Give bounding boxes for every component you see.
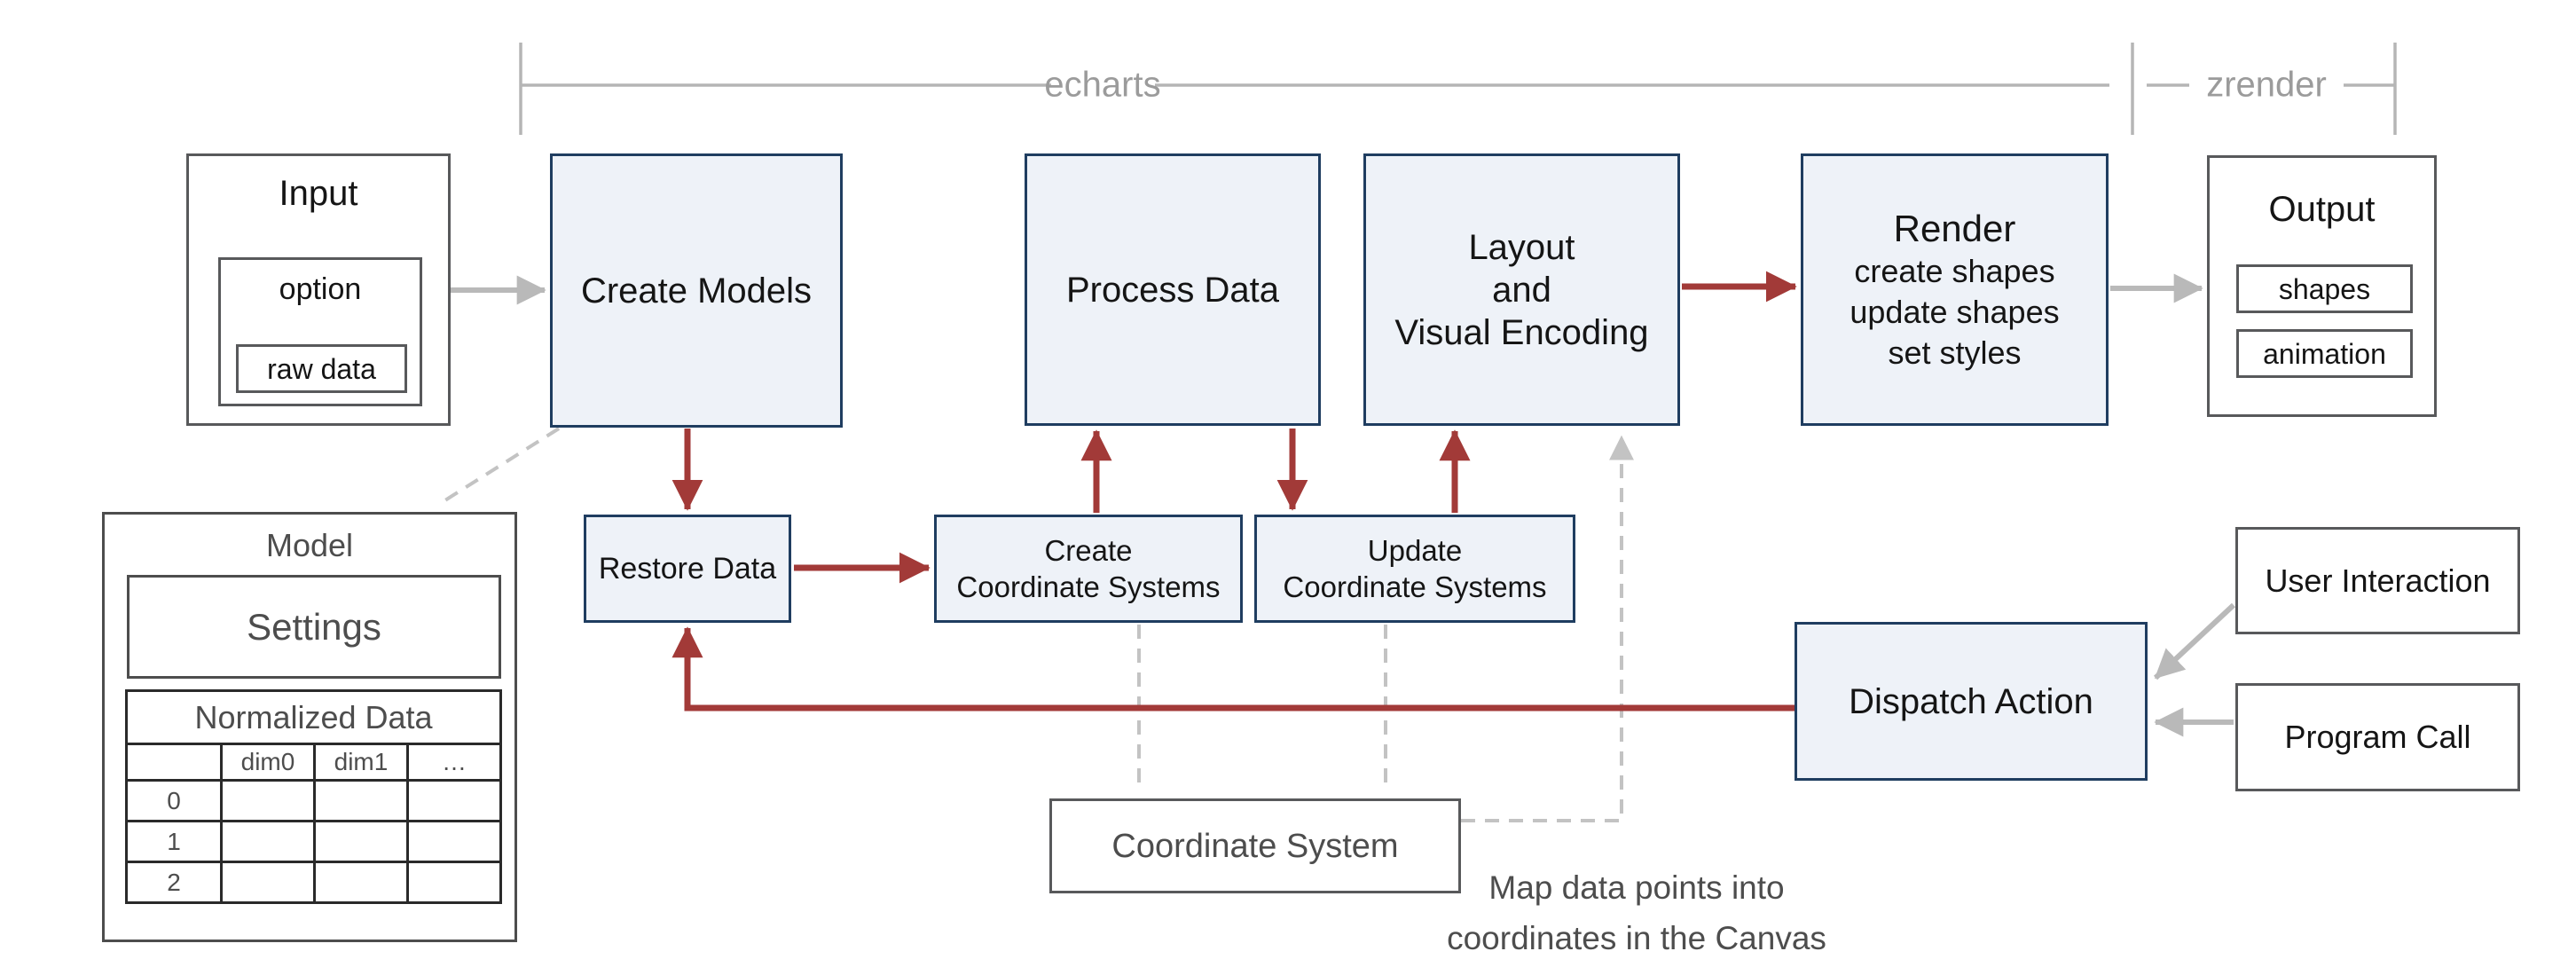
update-coord-line-2: Coordinate Systems xyxy=(1283,570,1547,603)
shapes-label: shapes xyxy=(2278,272,2371,305)
table-row-label-2: 2 xyxy=(125,861,223,904)
table-cell xyxy=(313,861,409,904)
layout-visual-encoding-box: Layout and Visual Encoding xyxy=(1363,153,1680,426)
raw-data-label: raw data xyxy=(267,352,376,385)
table-cell xyxy=(220,861,316,904)
layout-line-3: Visual Encoding xyxy=(1394,312,1649,352)
table-cell xyxy=(405,779,503,822)
create-models-label: Create Models xyxy=(580,271,813,311)
shapes-box: shapes xyxy=(2236,264,2413,313)
render-line-1: create shapes xyxy=(1854,252,2055,289)
echarts-bracket xyxy=(519,43,2109,135)
table-cell xyxy=(220,779,316,822)
program-call-box: Program Call xyxy=(2235,683,2520,791)
dispatch-action-label: Dispatch Action xyxy=(1849,681,2093,721)
dashed-model-link xyxy=(439,427,561,505)
user-interaction-label: User Interaction xyxy=(2265,562,2491,599)
update-coord-line-1: Update xyxy=(1367,534,1463,567)
create-coordinate-systems-box: Create Coordinate Systems xyxy=(934,515,1243,623)
normalized-data-table: Normalized Data dim0 dim1 … 0 1 2 xyxy=(124,689,503,904)
table-row-label-1: 1 xyxy=(125,820,223,863)
zrender-bracket xyxy=(2131,43,2397,135)
layout-line-2: and xyxy=(1492,270,1551,310)
arrow-user-interaction-to-dispatch xyxy=(2153,602,2236,680)
animation-box: animation xyxy=(2236,329,2413,378)
map-data-annotation: Map data points into coordinates in the … xyxy=(1447,862,1826,963)
settings-box: Settings xyxy=(127,575,501,679)
dashed-coordinate-to-layout-arrow xyxy=(1461,435,1634,822)
table-row-label-0: 0 xyxy=(125,779,223,822)
table-cell xyxy=(405,861,503,904)
user-interaction-box: User Interaction xyxy=(2235,527,2520,634)
table-col-dim0: dim0 xyxy=(220,743,316,782)
table-col-dim1: dim1 xyxy=(313,743,409,782)
table-cell xyxy=(220,820,316,863)
process-data-box: Process Data xyxy=(1025,153,1321,426)
table-cell xyxy=(405,820,503,863)
annotation-line-2: coordinates in the Canvas xyxy=(1447,920,1826,956)
zrender-bracket-label: zrender xyxy=(2206,65,2327,105)
model-title: Model xyxy=(265,527,354,563)
table-col-ellipsis: … xyxy=(405,743,503,782)
animation-label: animation xyxy=(2263,337,2386,370)
create-coord-line-1: Create xyxy=(1044,534,1133,567)
dispatch-action-box: Dispatch Action xyxy=(1795,622,2148,781)
arrow-dispatch-feedback-to-restore xyxy=(671,626,1795,712)
coordinate-system-label: Coordinate System xyxy=(1111,827,1399,865)
layout-line-1: Layout xyxy=(1468,227,1575,267)
render-title: Render xyxy=(1893,207,2016,249)
create-coord-line-2: Coordinate Systems xyxy=(956,570,1221,603)
option-box: option raw data xyxy=(218,257,422,406)
output-title: Output xyxy=(2268,190,2376,229)
render-box: Render create shapes update shapes set s… xyxy=(1801,153,2109,426)
table-corner-cell xyxy=(125,743,223,782)
restore-data-label: Restore Data xyxy=(598,552,777,586)
process-data-label: Process Data xyxy=(1065,270,1280,310)
render-line-3: set styles xyxy=(1888,334,2022,371)
option-label: option xyxy=(279,272,362,306)
program-call-label: Program Call xyxy=(2284,719,2471,755)
model-box: Model Settings Normalized Data dim0 dim1… xyxy=(102,512,517,942)
create-models-box: Create Models xyxy=(550,153,843,428)
output-box: Output shapes animation xyxy=(2207,155,2437,417)
input-title: Input xyxy=(279,174,358,213)
normalized-data-title: Normalized Data xyxy=(124,689,503,745)
table-cell xyxy=(313,820,409,863)
annotation-line-1: Map data points into xyxy=(1488,869,1785,906)
restore-data-box: Restore Data xyxy=(584,515,791,623)
raw-data-box: raw data xyxy=(236,344,407,393)
update-coordinate-systems-box: Update Coordinate Systems xyxy=(1254,515,1575,623)
render-line-2: update shapes xyxy=(1850,293,2060,330)
coordinate-system-box: Coordinate System xyxy=(1049,798,1461,893)
input-box: Input option raw data xyxy=(186,153,451,426)
echarts-bracket-label: echarts xyxy=(1044,65,1161,105)
table-cell xyxy=(313,779,409,822)
settings-label: Settings xyxy=(247,605,381,648)
